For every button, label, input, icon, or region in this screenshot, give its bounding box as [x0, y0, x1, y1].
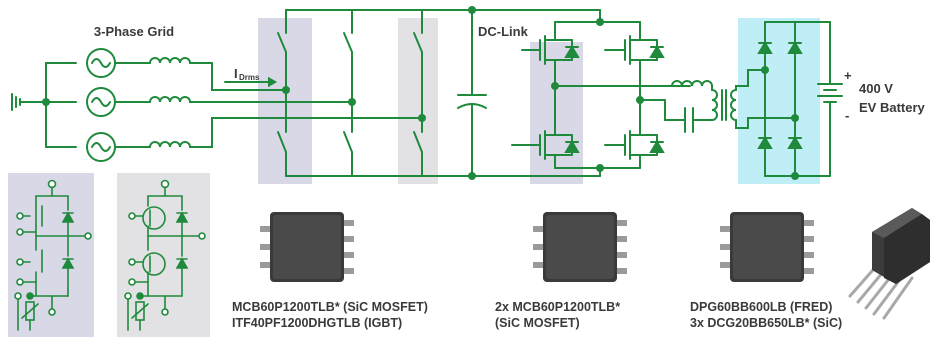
switch-icon	[413, 9, 426, 177]
ac-source-icon	[86, 87, 116, 117]
diode-icon	[757, 41, 773, 54]
mosfet-icon	[521, 21, 580, 87]
mosfet-icon	[604, 21, 665, 87]
grid-label: 3-Phase Grid	[94, 24, 174, 39]
ac-source-icon	[86, 132, 116, 162]
inductor-icon	[149, 141, 191, 148]
diode-icon	[757, 136, 773, 149]
capacitor-icon	[684, 107, 713, 133]
inductor-icon	[149, 57, 191, 64]
neutral-bus	[42, 62, 77, 148]
shade-rectifier-leg3	[398, 18, 438, 184]
part2-line2: (SiC MOSFET)	[495, 316, 580, 330]
diode-icon	[787, 41, 803, 54]
shade-output-rectifier	[738, 18, 820, 184]
chip-package-icon	[533, 212, 627, 282]
dclink-label: DC-Link	[478, 24, 529, 39]
part1-line1: MCB60P1200TLB* (SiC MOSFET)	[232, 300, 428, 314]
transformer-icon	[711, 89, 737, 121]
switch-icon	[277, 9, 290, 177]
current-subscript: Drms	[239, 73, 260, 82]
ground-icon	[11, 93, 47, 111]
battery-icon	[817, 83, 843, 103]
battery-minus: -	[845, 108, 849, 123]
part3-line1: DPG60BB600LB (FRED)	[690, 300, 832, 314]
diode-icon	[787, 136, 803, 149]
to-package-icon	[848, 208, 930, 320]
chip-package-icon	[260, 212, 354, 282]
shade-llc-leg	[530, 42, 583, 184]
part1-line2: ITF40PF1200DHGTLB (IGBT)	[232, 316, 402, 330]
ac-source-icon	[86, 48, 116, 78]
module-schematic-igbt	[124, 179, 206, 331]
battery-voltage: 400 V	[859, 81, 893, 96]
capacitor-icon	[457, 6, 487, 180]
chip-package-icon	[720, 212, 814, 282]
mosfet-icon	[604, 99, 665, 169]
inductor-icon	[149, 96, 191, 103]
current-label: I	[234, 66, 238, 81]
part3-line2: 3x DCG20BB650LB* (SiC)	[690, 316, 842, 330]
battery-plus: +	[844, 68, 852, 83]
inductor-icon	[671, 80, 713, 87]
part2-line1: 2x MCB60P1200TLB*	[495, 300, 620, 314]
switch-icon	[343, 9, 356, 177]
battery-name: EV Battery	[859, 100, 926, 115]
mosfet-icon	[511, 85, 580, 169]
module-schematic-mosfet	[14, 179, 92, 331]
